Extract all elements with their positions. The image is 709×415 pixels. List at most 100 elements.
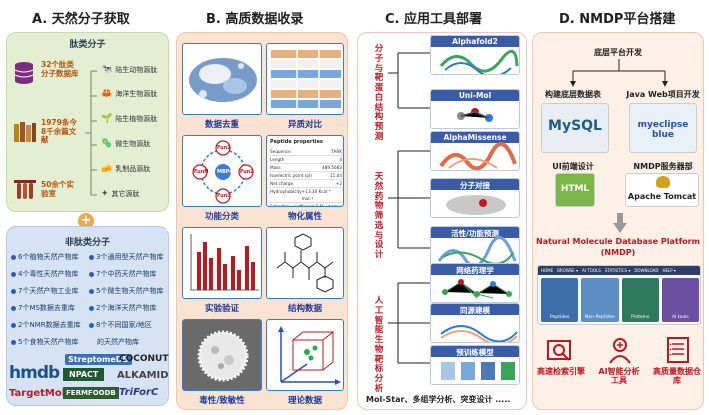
- nmdp-tile[interactable]: Peptides: [541, 278, 579, 322]
- peptide-panel: 肽类分子 32个肽类分子数据库 1979条今8千余篇文献 50余个实验室 🐄陆生…: [6, 32, 169, 212]
- platform-dev-label: 底层平台开发: [594, 48, 642, 57]
- nmdp-tile[interactable]: AI tools: [661, 278, 699, 322]
- feature-data-warehouse: 高质量数据仓库: [653, 367, 701, 386]
- nonpeptide-panel: 非肽类分子 6个植物天然产物库 3个通用型天然产物库 4个毒性天然产物库 7个中…: [6, 226, 169, 406]
- nmdp-nav-item[interactable]: DOWNLOAD: [634, 268, 659, 273]
- props-key: Sequence: [270, 149, 291, 154]
- list-item: 7个天然产物工业库: [11, 286, 78, 296]
- tomcat-logo: Apache Tomcat: [625, 173, 699, 207]
- caption-function: 功能分类: [204, 212, 239, 222]
- list-item: 7个MS数据去重库: [11, 303, 75, 313]
- venn-label-mbps: MBPs: [217, 169, 233, 175]
- tool-connectors: [388, 52, 430, 364]
- logo-targetmol: TargetMol: [9, 388, 66, 399]
- hetero-card: [266, 43, 344, 115]
- cube-axes-graphic: [278, 326, 341, 385]
- list-item: 3个通用型天然产物库: [89, 252, 163, 262]
- theory-card: [266, 319, 344, 391]
- caption-dedup: 数据去重: [204, 120, 239, 130]
- props-value: 4: [339, 157, 342, 162]
- source-databases: 32个肽类分子数据库: [41, 60, 79, 78]
- html-logo: HTML: [555, 173, 595, 207]
- nonpeptide-heading: 非肽类分子: [64, 238, 110, 248]
- nmdp-nav-item[interactable]: STATISTICS ▾: [604, 268, 631, 273]
- caption-theory: 理论数据: [287, 396, 322, 406]
- list-item: 4个毒性天然产物库: [11, 269, 78, 279]
- group-label-screening: 天然药物筛选与设计: [374, 172, 384, 261]
- nmdp-tile[interactable]: Non-Peptides: [581, 278, 619, 322]
- tool-network-pharmacology[interactable]: 网络药理学: [430, 263, 520, 303]
- ui-design-label: UI前端设计: [552, 162, 594, 171]
- peptide-heading: 肽类分子: [69, 40, 106, 50]
- plus-icon: +: [78, 213, 94, 229]
- list-item: 2个海洋天然产物库: [89, 303, 156, 313]
- microbe-icon: 🦠: [101, 139, 113, 149]
- tool-activity-prediction[interactable]: 活性/功能预测: [430, 226, 520, 266]
- feature-search-engine: 高速检索引擎: [537, 367, 585, 376]
- title-c: C. 应用工具部署: [385, 12, 483, 27]
- ai-tool-icon: [609, 338, 631, 364]
- bracket-connector: [85, 70, 97, 196]
- search-engine-icon: [547, 340, 571, 361]
- list-item: 6个植物天然产物库: [11, 252, 78, 262]
- nmdp-tile[interactable]: Proteins: [621, 278, 659, 322]
- cell-graphic: [197, 330, 249, 382]
- venn-label-fun3: Fun3: [217, 193, 231, 199]
- tool-unimol[interactable]: Uni-Mol: [430, 89, 520, 129]
- tools-panel: 分子与靶蛋白结构预测 天然药物筛选与设计 人工智能生物靶标分析 Alphafol…: [357, 32, 527, 410]
- props-value: 11.04: [330, 173, 342, 178]
- list-item: 2个NMR数据去重库: [11, 320, 81, 330]
- category-land-plant: 🌱陆生植物源肽: [101, 114, 158, 124]
- category-other: ✦其它源肽: [101, 189, 140, 199]
- nmdp-nav-item[interactable]: BROWSE ▾: [557, 268, 579, 273]
- nmdp-nav-item[interactable]: HOME: [541, 268, 554, 273]
- props-row: Isoelectric point (pI)11.04: [270, 172, 342, 180]
- category-land-animal: 🐄陆生动物源肽: [101, 65, 158, 75]
- tool-docking[interactable]: 分子对接: [430, 178, 520, 218]
- source-literature: 1979条今8千余篇文献: [41, 118, 77, 145]
- tool-alphamissense[interactable]: AlphaMissense: [430, 131, 520, 171]
- toxicity-card: [182, 319, 262, 391]
- tool-alphafold2[interactable]: Alphafold2: [430, 35, 520, 75]
- experiment-card: [182, 227, 262, 299]
- logo-fermfoodb: FERMFOODB: [63, 387, 119, 399]
- logo-alkamid: ALKAMID: [117, 370, 169, 381]
- cow-icon: 🐄: [101, 65, 113, 75]
- list-item: 5个食物天然产物库: [11, 337, 78, 347]
- plant-icon: 🌱: [101, 114, 113, 124]
- nmdp-tile-label: Non-Peptides: [584, 315, 615, 320]
- logo-hmdb: hmdb: [9, 363, 60, 383]
- props-key: Mass: [270, 165, 281, 170]
- caption-experiment: 实验验证: [204, 304, 239, 314]
- down-arrow-icon: [613, 213, 627, 233]
- books-icon: [14, 122, 36, 142]
- myeclipse-logo: myeclipse blue: [629, 103, 697, 153]
- caption-hetero: 异质对比: [287, 120, 322, 130]
- nmdp-nav-item[interactable]: HELP ▾: [662, 268, 676, 273]
- category-marine: 🦀海洋生物源肽: [101, 89, 158, 99]
- cheese-icon: 🧀: [101, 164, 113, 174]
- nmdp-tile-label: AI tools: [672, 315, 689, 320]
- tool-homology-modeling[interactable]: 同源建模: [430, 303, 520, 343]
- venn-label-funn: FunN: [194, 169, 209, 175]
- structure-card: [266, 227, 344, 299]
- stars-icon: ✦: [101, 189, 109, 199]
- nmdp-tile-label: Peptides: [550, 315, 570, 320]
- title-d: D. NMDP平台搭建: [559, 12, 676, 27]
- function-cycle-graphic: [192, 140, 254, 204]
- nmdp-nav-item[interactable]: AI TOOLS: [582, 268, 601, 273]
- list-item: 5个微生物天然产物库: [89, 286, 163, 296]
- logo-coconut: COCONUT: [119, 354, 169, 364]
- props-key: Extinction coefficient: [270, 204, 315, 207]
- props-key: Length: [270, 157, 285, 162]
- venn-label-fun1: Fun1: [217, 145, 231, 151]
- tool-pretrained-model[interactable]: 预训练模型: [430, 345, 520, 385]
- server-deploy-label: NMDP服务器部: [633, 162, 693, 171]
